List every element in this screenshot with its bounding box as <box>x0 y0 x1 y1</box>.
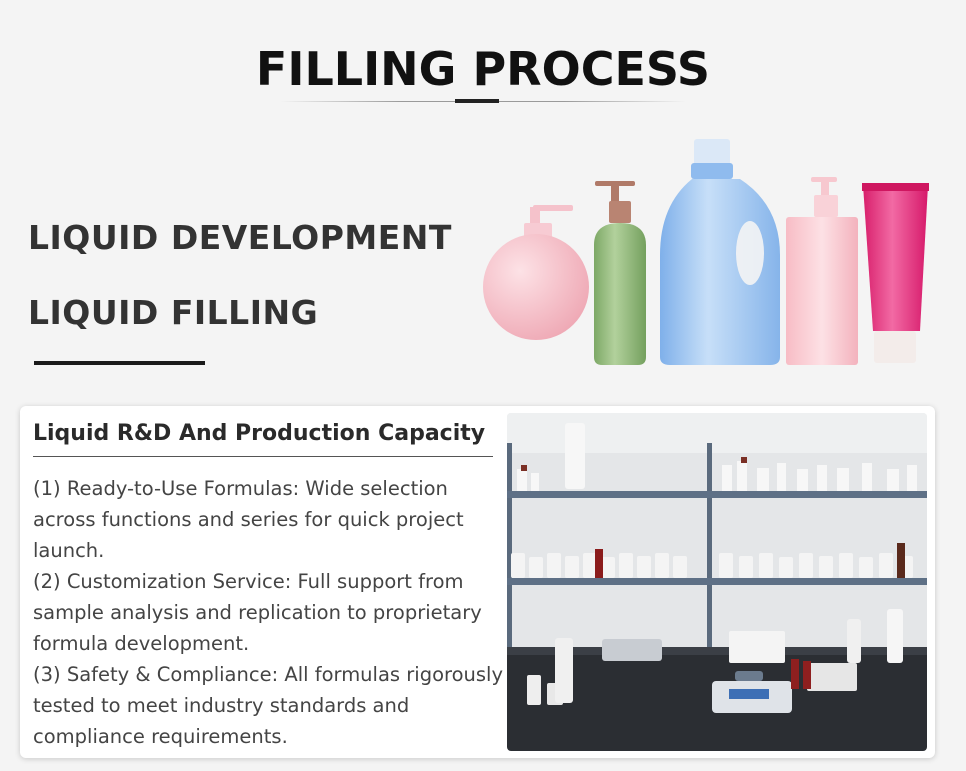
magenta-tube <box>862 183 929 363</box>
laboratory-photo <box>507 413 927 751</box>
capacity-item-safety: (3) Safety & Compliance: All formulas ri… <box>33 663 504 748</box>
light-pink-pump-bottle <box>786 177 858 365</box>
green-pump-bottle <box>594 181 646 365</box>
page-title: FILLING PROCESS <box>255 42 711 96</box>
card-body: (1) Ready-to-Use Formulas: Wide selectio… <box>33 473 503 752</box>
capacity-card: Liquid R&D And Production Capacity (1) R… <box>20 406 935 758</box>
card-title: Liquid R&D And Production Capacity <box>33 421 486 446</box>
card-title-underline <box>33 456 493 457</box>
blue-detergent-bottle <box>660 139 780 365</box>
pink-round-bottle <box>483 205 589 340</box>
capacity-item-customization: (2) Customization Service: Full support … <box>33 570 482 655</box>
headline-underline <box>34 361 205 365</box>
capacity-item-ready-to-use: (1) Ready-to-Use Formulas: Wide selectio… <box>33 477 464 562</box>
title-divider-accent <box>455 99 499 103</box>
headline-liquid-development: LIQUID DEVELOPMENT <box>28 218 452 257</box>
product-bottles-image <box>483 139 929 365</box>
headline-liquid-filling: LIQUID FILLING <box>28 293 319 332</box>
